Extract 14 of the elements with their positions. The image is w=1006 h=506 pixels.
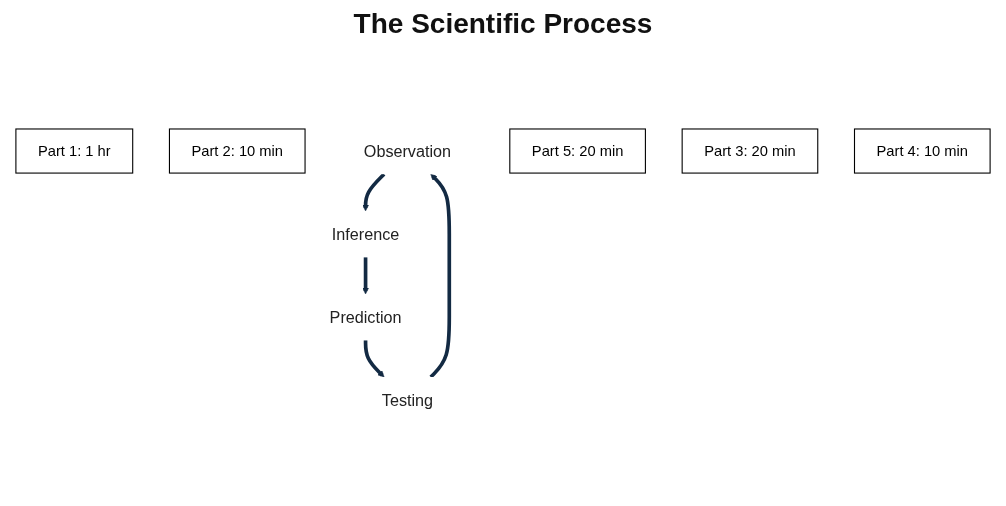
node-box: Part 4: 10 min — [853, 128, 991, 175]
node-box: Part 3: 20 min — [681, 128, 819, 175]
arrow — [363, 340, 385, 378]
node-box: Part 2: 10 min — [168, 128, 306, 175]
node-text: Inference — [331, 225, 400, 244]
node-box: Part 1: 1 hr — [15, 128, 134, 175]
node-text: Testing — [381, 391, 434, 410]
diagram-title: The Scientific Process — [352, 8, 654, 40]
arrow — [362, 173, 386, 212]
node-box: Part 5: 20 min — [509, 128, 646, 175]
node-text: Observation — [363, 142, 452, 161]
arrow — [362, 257, 369, 295]
arrow — [429, 174, 452, 379]
node-text: Prediction — [329, 308, 402, 327]
